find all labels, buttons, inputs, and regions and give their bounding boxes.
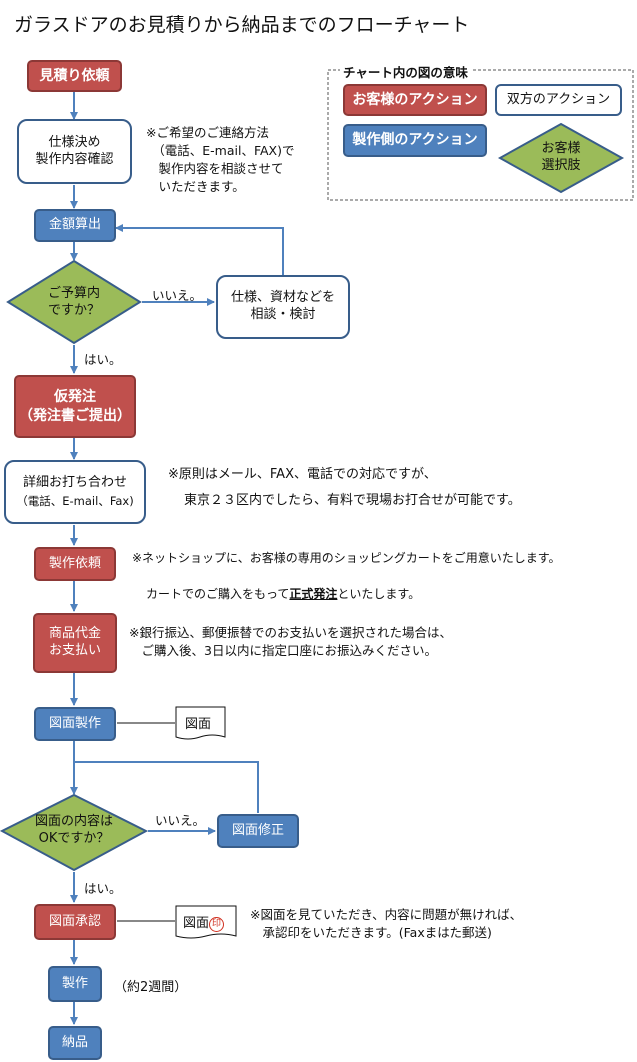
drawing-doc-shape [175,706,226,740]
node-consult: 仕様、資材などを 相談・検討 [216,275,350,339]
node-drawing-production: 図面製作 [34,707,116,741]
label-yes-drawing: はい。 [84,881,122,896]
node-drawing-fix: 図面修正 [217,814,299,848]
approval-seal-icon: 印 [209,917,225,932]
detail-meeting-sub: （電話、E-mail、Fax) [16,494,134,509]
legend-customer-choice-label: お客様 選択肢 [541,141,581,173]
approval-doc-label: 図面印 [183,912,225,932]
page-title: ガラスドアのお見積りから納品までのフローチャート [14,14,470,36]
note-approve: ※図面を見ていただき、内容に問題が無ければ、 承認印をいただきます。(Faxまは… [250,907,523,941]
node-drawing-approval: 図面承認 [34,904,116,940]
drawing-diamond [0,793,149,872]
node-production-request: 製作依頼 [34,547,116,581]
detail-meeting-title: 詳細お打ち合わせ [22,474,127,490]
label-yes-budget: はい。 [84,352,122,367]
node-drawing-question: 図面の内容は OKですか？ [34,814,113,846]
node-detail-meeting: 詳細お打ち合わせ （電話、E-mail、Fax) [4,460,146,524]
node-budget-question: ご予算内 ですか？ [47,286,100,318]
legend-maker-action: 製作側のアクション [343,124,487,157]
note-shop-line1: ※ネットショップに、お客様の専用のショッピングカートをご用意いたします。 [132,551,561,565]
legend-title: チャート内の図の意味 [340,62,471,81]
label-no-drawing: いいえ。 [155,813,206,828]
node-provisional-order: 仮発注 （発注書ご提出） [14,375,136,438]
note-shop-post: といたします。 [337,587,421,602]
legend-both-action: 双方のアクション [495,84,622,116]
note-shop-emphasis: 正式発注 [289,587,338,602]
node-spec-confirm: 仕様決め 製作内容確認 [17,119,132,184]
label-no-budget: いいえ。 [152,288,203,303]
node-payment: 商品代金 お支払い [33,613,117,673]
node-estimate-request: 見積り依頼 [27,60,122,92]
note-contact: ※ご希望のご連絡方法 （電話、E-mail、FAX)で 製作内容を相談させて い… [146,125,295,195]
note-bank: ※銀行振込、郵便振替でのお支払いを選択された場合は、 ご購入後、3日以内に指定口… [129,625,452,659]
legend-customer-action: お客様のアクション [343,84,487,116]
arrow-fix-loop [74,761,259,813]
node-manufacture: 製作 [48,966,102,1002]
drawing-doc-label: 図面 [185,717,212,732]
note-meeting-line1: ※原則はメール、FAX、電話での対応ですが、 [168,467,437,482]
node-delivery: 納品 [48,1026,102,1060]
legend-frame [327,69,634,201]
legend-choice-diamond [497,122,625,194]
budget-diamond [6,259,142,345]
label-duration: （約2週間） [114,980,188,995]
note-shop-pre: カートでのご購入をもって [146,587,290,602]
approval-doc-text: 図面 [183,916,210,931]
note-meeting-line2: 東京２３区内でしたら、有料で現場お打合せが可能です。 [184,493,521,508]
note-shop-line2: カートでのご購入をもって正式発注といたします。 [146,569,420,604]
node-price-calc: 金額算出 [34,209,116,242]
arrow-consult-loop [115,224,284,275]
